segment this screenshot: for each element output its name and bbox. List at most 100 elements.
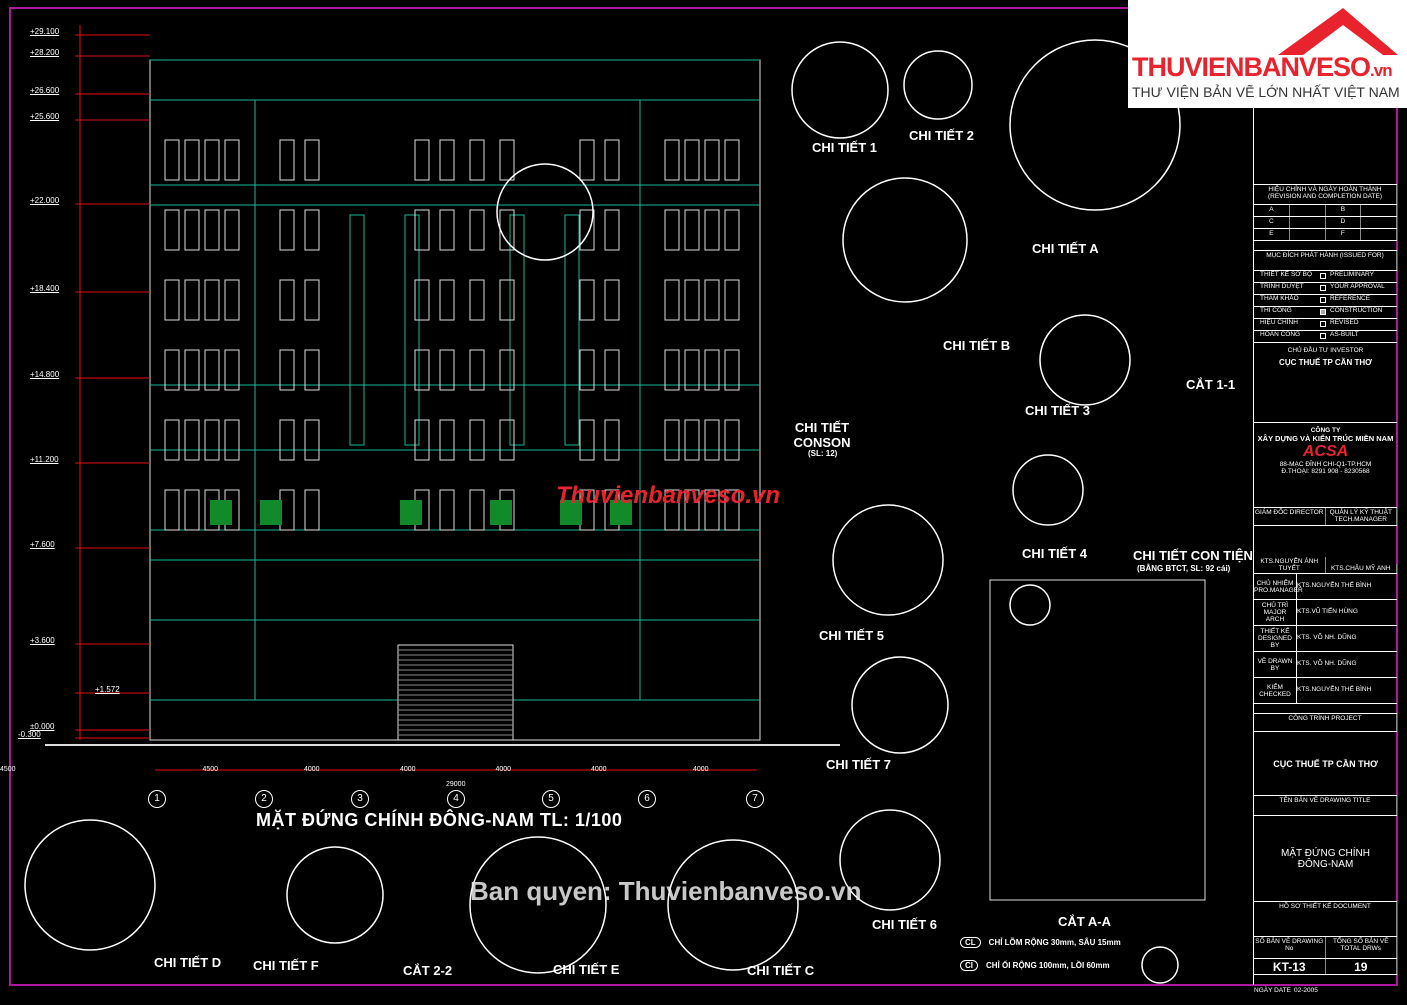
watermark-copyright: Ban quyen: Thuvienbanveso.vn — [470, 876, 862, 906]
detail-circle — [851, 656, 949, 754]
issued-checkbox[interactable] — [1320, 285, 1326, 291]
site-logo: THUVIENBANVESO.vn THƯ VIỆN BẢN VẼ LỚN NH… — [1128, 0, 1407, 108]
logo-tagline: THƯ VIỆN BẢN VẼ LỚN NHẤT VIỆT NAM — [1132, 84, 1400, 100]
watermark-center: Thuvienbanveso.vn — [556, 482, 781, 509]
grid-axis-bubble: 1 — [148, 790, 166, 808]
title-block: HIỆU CHỈNH VÀ NGÀY HOÀN THÀNH (REVISION … — [1253, 100, 1397, 994]
detail-circle — [1141, 946, 1179, 984]
drawing-number: KT-13 — [1254, 959, 1326, 974]
grid-axis-bubble: 6 — [638, 790, 656, 808]
issued-checkbox[interactable] — [1320, 309, 1326, 315]
investor: CỤC THUẾ TP CẦN THƠ — [1279, 358, 1372, 367]
logo-brand: THUVIENBANVESO — [1132, 52, 1371, 82]
dimension-value: 4000 — [304, 766, 320, 773]
detail-label-contien: CHI TIẾT CON TIỆN — [1133, 548, 1253, 563]
detail-label-dA: CHI TIẾT A — [1032, 241, 1099, 256]
detail-label-conson: CHI TIẾT CONSON — [793, 420, 851, 450]
elevation-marker: +14.800 — [30, 370, 60, 379]
issued-checkbox[interactable] — [1320, 297, 1326, 303]
drawing-title: MẶT ĐỨNG CHÍNH ĐÔNG-NAM TL: 1/100 — [256, 810, 623, 830]
total-dimension: 29000 — [446, 781, 466, 788]
total-drawings: 19 — [1326, 959, 1397, 974]
grid-axis-bubble: 5 — [542, 790, 560, 808]
detail-label-dB: CHI TIẾT B — [943, 338, 1011, 353]
detail-circle — [1039, 314, 1131, 406]
elevation-marker: +3.600 — [30, 636, 55, 645]
elevation-marker: +26.600 — [30, 86, 60, 95]
detail-circle — [1009, 584, 1051, 626]
detail-label-dE: CHI TIẾT E — [553, 962, 620, 977]
elevation-marker: -0.300 — [18, 730, 41, 739]
detail-circle — [1009, 39, 1181, 211]
detail-label-dC: CHI TIẾT C — [747, 963, 815, 978]
elevation-marker: +7.600 — [30, 540, 55, 549]
detail-circle — [832, 504, 944, 616]
issued-checkbox[interactable] — [1320, 333, 1326, 339]
detail-circle — [496, 163, 594, 261]
detail-label-conson_scale: (SL: 12) — [808, 449, 838, 458]
building-elevation — [45, 25, 840, 771]
detail-circle — [667, 839, 799, 971]
dimension-value: 4500 — [202, 766, 219, 773]
detail-circle — [1012, 454, 1084, 526]
issued-checkbox[interactable] — [1320, 321, 1326, 327]
sheet-title: MẶT ĐỨNG CHÍNH ĐÔNG-NAM — [1281, 847, 1370, 870]
project-name: CỤC THUẾ TP CẦN THƠ — [1273, 758, 1378, 769]
detail-label-cAA: CẮT A-A — [1058, 914, 1111, 929]
detail-label-dF: CHI TIẾT F — [253, 958, 319, 973]
detail-label-dD: CHI TIẾT D — [154, 955, 222, 970]
grid-axis-bubble: 3 — [351, 790, 369, 808]
detail-label-d6: CHI TIẾT 6 — [872, 917, 938, 932]
detail-label-d2: CHI TIẾT 2 — [909, 128, 975, 143]
elevation-marker: +11.200 — [30, 455, 59, 464]
elevation-marker: ±0.000 — [30, 722, 55, 731]
dimension-value: 4000 — [495, 766, 512, 773]
dimension-value: 4000 — [400, 766, 416, 773]
dimension-value: 4000 — [591, 766, 607, 773]
elevation-marker: +1.572 — [95, 685, 120, 694]
elevation-marker: +28.200 — [30, 48, 60, 57]
detail-circle — [903, 50, 973, 120]
detail-label-d4: CHI TIẾT 4 — [1022, 546, 1088, 561]
detail-circle — [791, 41, 889, 139]
logo-suffix: .vn — [1370, 61, 1393, 80]
detail-circle — [24, 819, 156, 951]
dimension-value: 4000 — [693, 766, 709, 773]
dimension-value: 4500 — [0, 766, 16, 773]
grid-axis-bubble: 4 — [447, 790, 465, 808]
detail-label-d1: CHI TIẾT 1 — [812, 140, 878, 155]
detail-label-contien_note: (BẰNG BTCT, SL: 92 cái) — [1137, 564, 1231, 573]
detail-label-c22: CẮT 2-2 — [403, 963, 453, 978]
elevation-marker: +29.100 — [30, 27, 60, 36]
issued-checkbox[interactable] — [1320, 273, 1326, 279]
detail-label-d3: CHI TIẾT 3 — [1025, 403, 1091, 418]
elevation-marker: +18.400 — [30, 284, 60, 293]
detail-circle — [839, 809, 941, 911]
detail-label-d7: CHI TIẾT 7 — [826, 757, 892, 772]
detail-label-d5: CHI TIẾT 5 — [819, 628, 885, 643]
elevation-marker: +25.600 — [30, 112, 60, 121]
company-logo: ACSA — [1302, 443, 1349, 460]
elevation-marker: +22.000 — [30, 196, 60, 205]
detail-circle — [469, 836, 607, 974]
detail-label-c11: CẮT 1-1 — [1186, 377, 1236, 392]
grid-axis-bubble: 7 — [746, 790, 764, 808]
detail-circle — [286, 846, 384, 944]
